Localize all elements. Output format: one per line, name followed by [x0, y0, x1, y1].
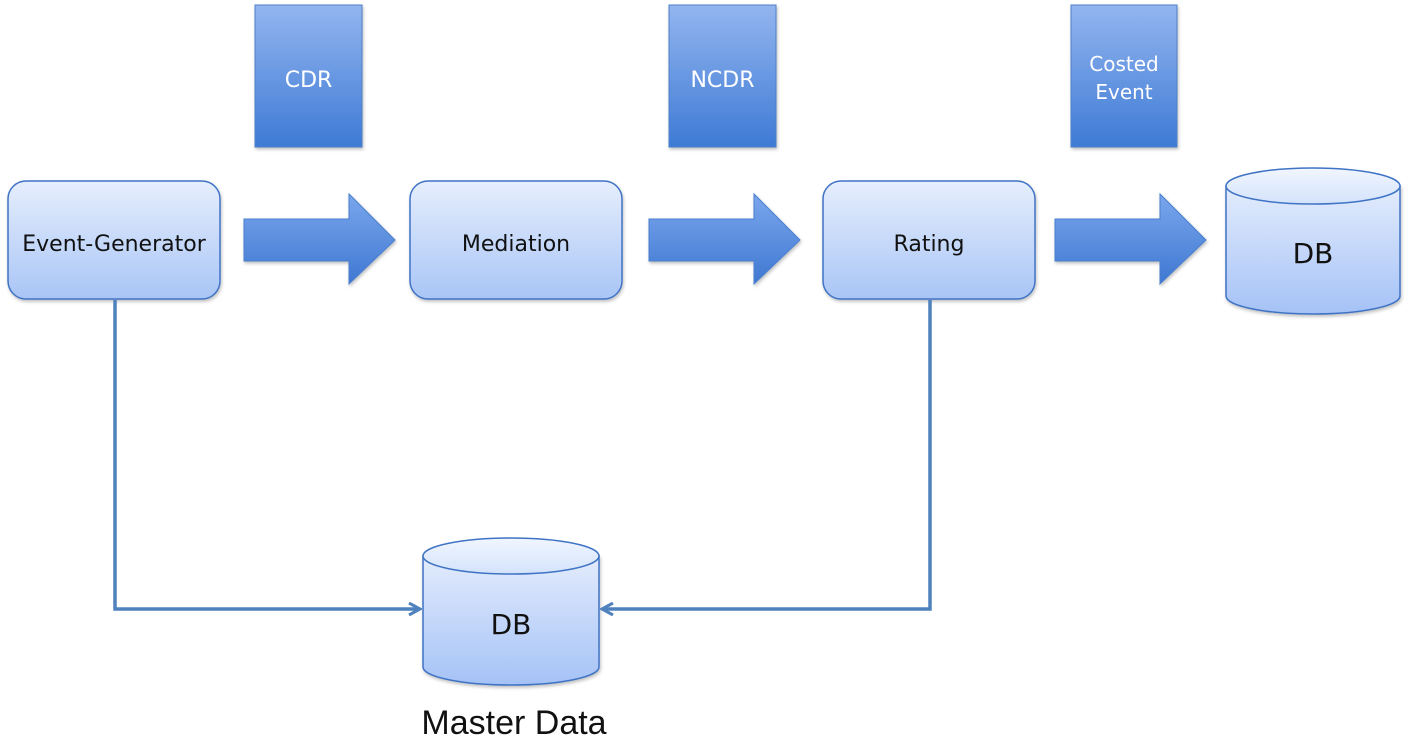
flow-arrow-1 [243, 192, 396, 286]
rating-label: Rating [894, 232, 965, 257]
master-db-label: DB [491, 608, 532, 641]
mediation-node: Mediation [409, 180, 623, 300]
connector-rating-to-master-db [603, 300, 932, 609]
costed-event-document: Costed Event [1070, 4, 1178, 148]
costed-event-label-line2: Event [1095, 80, 1152, 104]
rating-node: Rating [822, 180, 1036, 300]
cdr-label: CDR [285, 68, 333, 93]
event-generator-node: Event-Generator [7, 180, 221, 300]
connector-event-generator-to-master-db [113, 300, 419, 609]
flow-arrow-2 [648, 192, 801, 286]
output-db-label: DB [1293, 237, 1334, 270]
master-data-caption: Master Data [421, 704, 606, 742]
flow-arrow-3 [1054, 192, 1207, 286]
costed-event-label-line1: Costed [1089, 52, 1158, 76]
cdr-document: CDR [254, 4, 363, 148]
ncdr-label: NCDR [690, 68, 754, 93]
output-database: DB [1225, 167, 1401, 315]
mediation-label: Mediation [462, 232, 570, 257]
event-generator-label: Event-Generator [22, 232, 206, 257]
master-database: DB [422, 537, 600, 686]
ncdr-document: NCDR [668, 4, 777, 148]
